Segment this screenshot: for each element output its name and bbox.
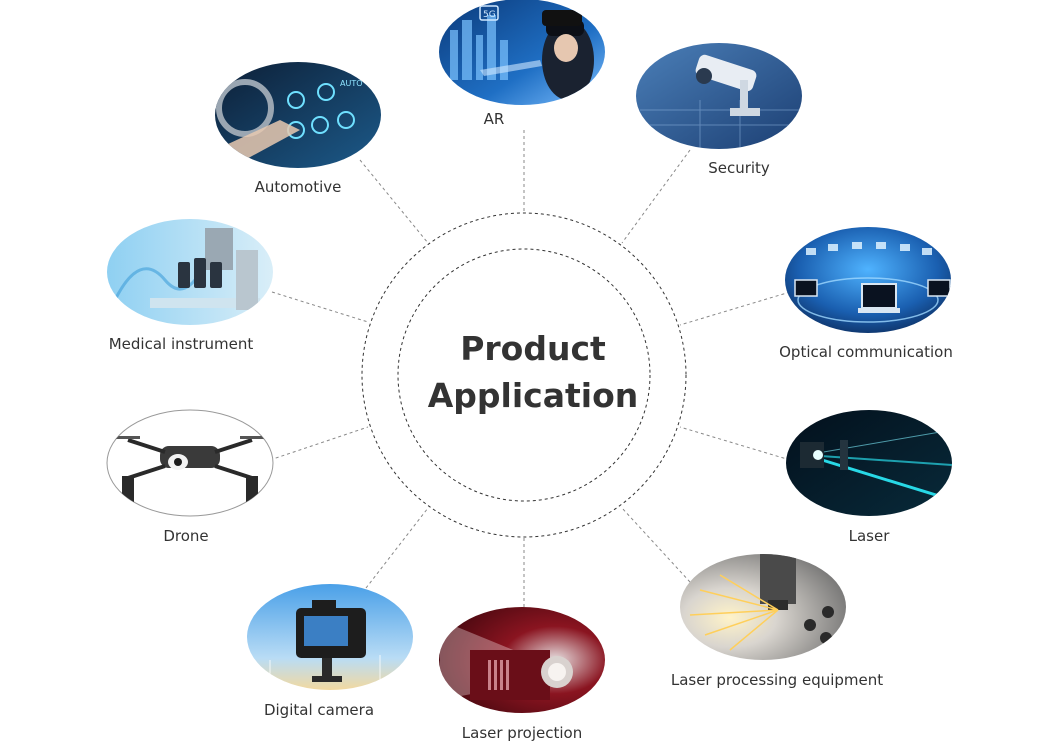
label-medical-instrument: Medical instrument — [108, 335, 254, 353]
label-optical-communication: Optical communication — [779, 343, 953, 361]
cctv-camera-icon — [636, 43, 802, 149]
connector-automotive — [359, 159, 429, 244]
laser-beam-icon — [786, 410, 952, 516]
svg-text:5G: 5G — [483, 10, 496, 20]
connectors — [269, 130, 791, 607]
label-automotive: Automotive — [254, 178, 342, 196]
laser-cutting-sparks-icon — [680, 554, 846, 660]
connector-security — [621, 149, 691, 244]
projector-icon — [439, 607, 605, 713]
label-laser: Laser — [848, 527, 890, 545]
car-dashboard-icon: AUTO — [215, 62, 381, 168]
dslr-camera-icon — [247, 584, 413, 690]
connector-camera — [365, 507, 429, 589]
label-digital-camera: Digital camera — [263, 701, 375, 719]
connector-laser-processing — [621, 507, 691, 583]
connector-laser — [679, 426, 791, 461]
center-title-line1: Product — [460, 329, 606, 368]
inner-ring — [397, 248, 651, 502]
label-drone: Drone — [163, 527, 209, 545]
outer-ring — [361, 212, 687, 538]
svg-text:AUTO: AUTO — [340, 79, 363, 88]
network-monitors-icon — [785, 227, 951, 333]
vr-headset-5g-icon: 5G — [439, 0, 605, 105]
connector-medical — [271, 291, 369, 323]
label-laser-projection: Laser projection — [461, 724, 583, 742]
label-security: Security — [708, 159, 770, 177]
center-title-line2: Application — [427, 376, 639, 415]
microscope-icon — [107, 219, 273, 325]
connector-optical — [679, 291, 791, 326]
drone-icon — [106, 409, 274, 517]
label-ar: AR — [483, 110, 505, 128]
connector-drone — [269, 426, 369, 461]
label-laser-processing-equipment: Laser processing equipment — [670, 671, 884, 689]
